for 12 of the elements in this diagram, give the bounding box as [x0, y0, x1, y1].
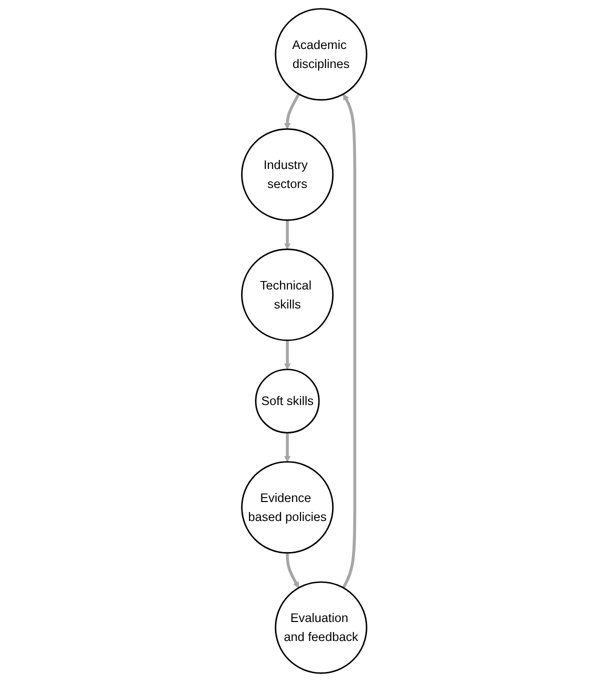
node-circle: Industry sectors	[240, 128, 334, 221]
node-circle: Academic disciplines	[274, 8, 368, 101]
arrow	[286, 552, 299, 588]
arrow	[284, 432, 290, 462]
arrow	[284, 340, 290, 370]
node-circle: Soft skills	[254, 368, 320, 434]
node-circle: Evaluation and feedback	[274, 581, 368, 674]
arrow	[284, 220, 290, 250]
arrow	[342, 94, 356, 589]
node-circle: Evidence based policies	[240, 461, 334, 554]
node-circle: Technical skills	[240, 248, 334, 342]
arrow	[284, 93, 300, 130]
